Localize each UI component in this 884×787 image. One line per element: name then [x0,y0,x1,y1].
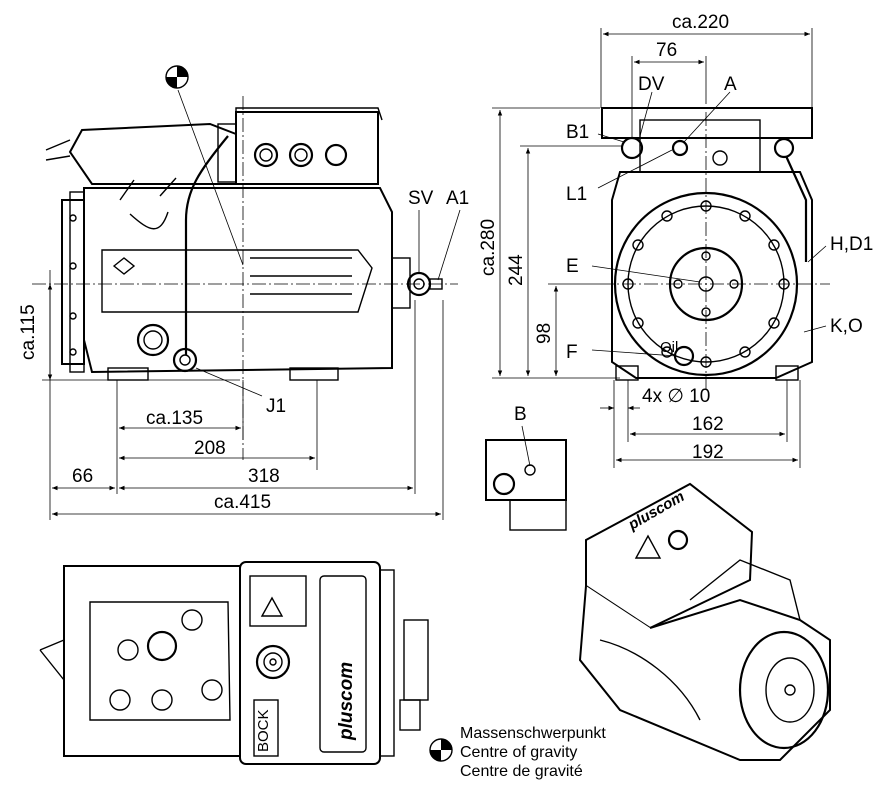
dim-ca220: ca.220 [672,12,729,33]
dim-holes: 4x ∅ 10 [642,386,710,407]
legend: Massenschwerpunkt Centre of gravity Cent… [429,725,606,780]
label-sv: SV [408,188,434,209]
front-view: Oil [600,90,830,390]
label-b: B [514,404,527,425]
label-a1: A1 [446,188,469,209]
legend-en: Centre of gravity [460,744,577,761]
label-l1: L1 [566,184,587,205]
label-j1: J1 [266,396,286,417]
legend-fr: Centre de gravité [460,763,583,780]
label-e: E [566,256,579,277]
label-h-d1: H,D1 [830,234,873,255]
dim-ca415: ca.415 [214,492,271,513]
label-dv: DV [638,74,665,95]
side-view [32,65,458,460]
side-view-dimensions [42,209,461,520]
dim-192: 192 [692,442,724,463]
dimension-labels: ca.220 76 DV A B1 L1 ca.280 244 E H,D1 9… [18,12,873,513]
dim-ca280: ca.280 [478,219,499,276]
centre-of-gravity-icon [165,65,244,266]
bock-logo: BOCK [255,709,272,752]
label-b1: B1 [566,122,589,143]
dim-76: 76 [656,40,677,61]
dim-162: 162 [692,414,724,435]
centre-of-gravity-legend-icon [429,738,453,762]
dim-ca135: ca.135 [146,408,203,429]
top-view: BOCK pluscom [39,561,429,765]
dim-98: 98 [534,323,555,344]
detail-b-view [485,425,567,531]
label-a: A [724,74,737,95]
label-f: F [566,342,578,363]
legend-de: Massenschwerpunkt [460,725,606,742]
pluscom-logo: pluscom [336,662,357,741]
dim-244: 244 [506,254,527,286]
dim-ca115: ca.115 [18,304,39,360]
label-k-o: K,O [830,316,863,337]
dim-208: 208 [194,438,226,459]
dim-66: 66 [72,466,93,487]
front-view-dimensions [492,28,827,468]
oil-label: Oil [660,339,678,356]
dim-318: 318 [248,466,280,487]
isometric-view: pluscom [578,482,831,761]
